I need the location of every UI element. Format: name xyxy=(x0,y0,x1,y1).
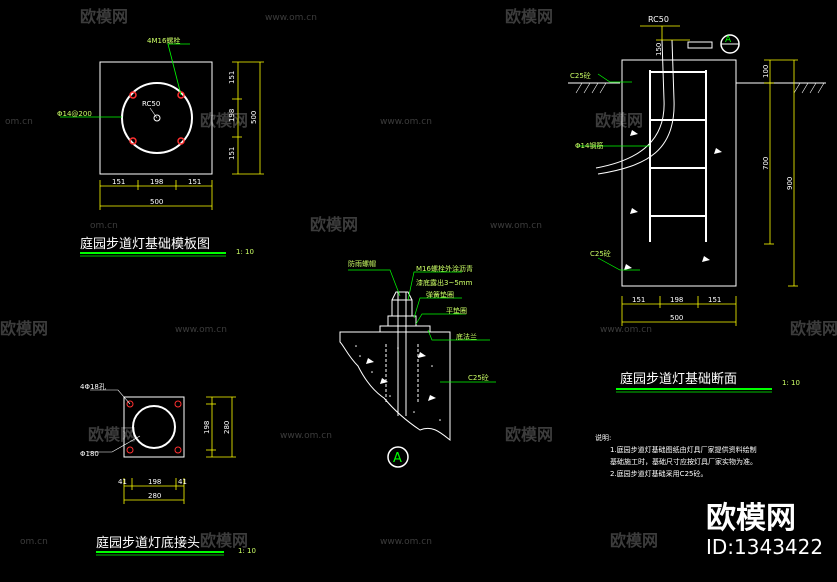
watermark-brand: 欧模网 xyxy=(595,111,643,130)
brand-logo-text: 欧模网 xyxy=(706,501,796,536)
watermark-brand: 欧模网 xyxy=(505,7,553,26)
watermark-brand: 欧模网 xyxy=(200,111,248,130)
dim-bottom-3: 151 xyxy=(188,178,201,186)
center-label: RC50 xyxy=(142,100,160,108)
drawing-scale: 1: 10 xyxy=(236,248,254,256)
dim-right-top: 100 xyxy=(762,65,770,78)
brand-footer: 欧模网 ID:1343422 xyxy=(706,501,823,559)
detail-label-concrete: C25砼 xyxy=(468,373,489,382)
dim-bottom-1: 41 xyxy=(118,478,127,486)
dim-right-2: 198 xyxy=(228,109,236,122)
watermark-url: www.om.cn xyxy=(265,13,317,23)
bolt-hole xyxy=(177,91,185,99)
watermark-url: www.om.cn xyxy=(380,117,432,127)
dim-bottom-2: 198 xyxy=(150,178,163,186)
dim-total: 500 xyxy=(150,198,163,206)
watermark-brand: 欧模网 xyxy=(0,319,48,338)
watermark-url: www.om.cn xyxy=(490,221,542,231)
dim-total: 500 xyxy=(670,314,683,322)
dim-right-1: 151 xyxy=(228,71,236,84)
watermark-brand: 欧模网 xyxy=(310,215,358,234)
watermark-brand: 欧模网 xyxy=(790,319,837,338)
watermark-url: om.cn xyxy=(5,117,33,127)
watermark-url: www.om.cn xyxy=(380,537,432,547)
dim-right-total: 280 xyxy=(223,421,231,434)
watermark-brand: 欧模网 xyxy=(610,531,658,550)
notes-heading: 说明: xyxy=(595,433,611,442)
detail-label-rain-cap: 防雨螺帽 xyxy=(348,259,376,268)
watermark-url: om.cn xyxy=(90,221,118,231)
watermark-url: www.om.cn xyxy=(280,431,332,441)
notes-block: 说明: 1.庭园步道灯基础图纸由灯具厂家提供资料绘制 基础施工时，基础尺寸应按灯… xyxy=(595,433,757,478)
drawing-title: 庭园步道灯基础模板图 xyxy=(80,236,210,252)
template-plan-drawing: 4M16螺栓 RC50 Φ14@200 151 198 151 500 151 … xyxy=(57,36,264,257)
detail-label-flat-washer: 平垫圈 xyxy=(446,306,467,315)
watermark-url: www.om.cn xyxy=(175,325,227,335)
concrete-label: C25砼 xyxy=(590,249,611,258)
drawing-scale: 1: 10 xyxy=(782,379,800,387)
detail-label-bolt: M16螺栓外涂沥青 xyxy=(416,264,473,273)
watermark-brand: 欧模网 xyxy=(80,7,128,26)
drawing-scale: 1: 10 xyxy=(238,547,256,555)
circle-label: Φ14@200 xyxy=(57,110,92,118)
watermark-brand: 欧模网 xyxy=(505,425,553,444)
drawing-title: 庭园步道灯底接头 xyxy=(96,535,200,551)
hole-label: 4Φ18孔 xyxy=(80,383,106,391)
detail-label-flange: 底法兰 xyxy=(456,332,477,341)
bolt-detail-drawing: 防雨螺帽 M16螺栓外涂沥青 漆底露出3~5mm 弹簧垫圈 平垫圈 底法兰 C2… xyxy=(339,259,496,468)
watermark-brand: 欧模网 xyxy=(200,531,248,550)
notes-item: 2.庭园步道灯基础采用C25砼。 xyxy=(610,469,707,478)
dim-total: 280 xyxy=(148,492,161,500)
notes-item: 基础施工时，基础尺寸应按灯具厂家实物为准。 xyxy=(610,457,757,466)
bolt-hole xyxy=(174,446,182,454)
bolt-hole xyxy=(174,400,182,408)
bolt-hole xyxy=(177,137,185,145)
watermark-url: om.cn xyxy=(20,537,48,547)
dim-right-3: 151 xyxy=(228,147,236,160)
dim-right-inner: 198 xyxy=(203,421,211,434)
dim-right-total: 900 xyxy=(786,177,794,190)
dim-bottom-3: 41 xyxy=(178,478,187,486)
dim-bottom-1: 151 xyxy=(632,296,645,304)
bolt-hole xyxy=(126,400,134,408)
dim-right-total: 500 xyxy=(250,111,258,124)
dim-top: 150 xyxy=(655,43,663,56)
dim-bottom-1: 151 xyxy=(112,178,125,186)
steel-label: Φ14钢筋 xyxy=(575,141,603,150)
bolt-hole xyxy=(129,91,137,99)
foundation-section-drawing: RC50 150 A C25砼 Φ14钢筋 C25砼 100 700 900 xyxy=(568,15,826,393)
dim-bottom-2: 198 xyxy=(670,296,683,304)
base-plate-drawing: 4Φ18孔 Φ180 41 198 41 280 198 280 庭园步道灯底接… xyxy=(80,383,256,556)
section-marker-a: A xyxy=(725,35,732,45)
watermark-url: www.om.cn xyxy=(600,325,652,335)
bolt-hole xyxy=(126,446,134,454)
model-id: ID:1343422 xyxy=(706,535,823,559)
dim-bottom-2: 198 xyxy=(148,478,161,486)
detail-label-spring-washer: 弹簧垫圈 xyxy=(426,290,454,299)
detail-label-exposure: 漆底露出3~5mm xyxy=(416,278,473,287)
conduit-label: RC50 xyxy=(648,15,669,24)
dim-bottom-3: 151 xyxy=(708,296,721,304)
bolt-hole xyxy=(129,137,137,145)
dim-right-mid: 700 xyxy=(762,157,770,170)
watermark-brand: 欧模网 xyxy=(88,425,136,444)
circle-label: Φ180 xyxy=(80,450,99,458)
drawing-title: 庭园步道灯基础断面 xyxy=(620,371,737,387)
notes-item: 1.庭园步道灯基础图纸由灯具厂家提供资料绘制 xyxy=(610,445,757,454)
bolt-label: 4M16螺栓 xyxy=(147,36,180,45)
section-marker-a: A xyxy=(393,451,402,466)
ground-label: C25砼 xyxy=(570,71,591,80)
